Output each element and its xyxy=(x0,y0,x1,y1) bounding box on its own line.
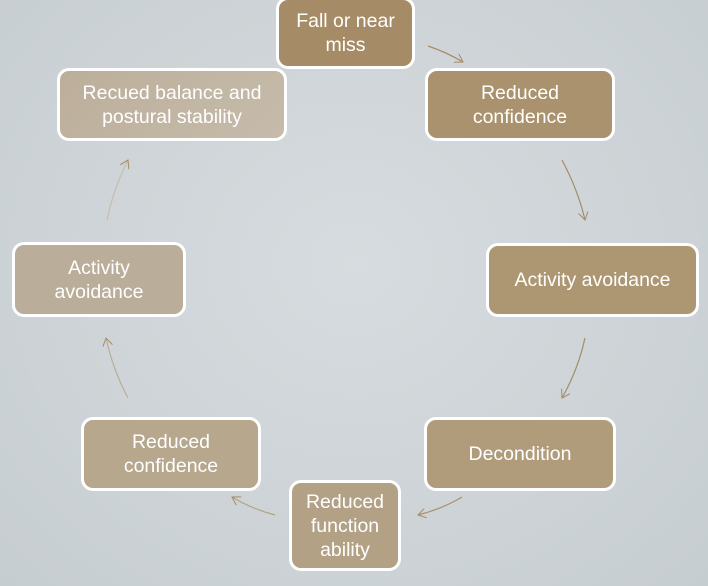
arrow-5-to-6 xyxy=(232,497,276,516)
node-label: Recued balance and postural stability xyxy=(82,81,262,128)
node-label: Fall or near miss xyxy=(296,10,395,56)
node-label: Reduced confidence xyxy=(472,81,568,128)
node-label: Reduced function ability xyxy=(305,490,385,561)
arrow-2-to-3 xyxy=(561,159,585,220)
arrow-6-to-7 xyxy=(106,338,129,399)
arrow-1-to-2 xyxy=(427,45,463,62)
node-reduced-function-ability: Reduced function ability xyxy=(289,480,401,571)
node-fall-or-near-miss: Fall or near miss xyxy=(276,0,415,69)
node-activity-avoidance-2: Activity avoidance xyxy=(12,242,186,317)
node-label: Decondition xyxy=(468,443,572,465)
arrow-4-to-5 xyxy=(418,496,463,515)
node-reduced-confidence-2: Reduced confidence xyxy=(81,417,261,491)
node-activity-avoidance-1: Activity avoidance xyxy=(486,243,699,317)
node-reduced-balance: Recued balance and postural stability xyxy=(57,68,287,141)
arrow-3-to-4 xyxy=(562,337,586,398)
node-label: Reduced confidence xyxy=(123,431,219,477)
node-decondition: Decondition xyxy=(424,417,616,491)
node-label: Activity avoidance xyxy=(54,256,144,303)
node-reduced-confidence-1: Reduced confidence xyxy=(425,68,615,141)
node-label: Activity avoidance xyxy=(514,269,671,291)
arrow-7-to-8 xyxy=(106,160,128,221)
